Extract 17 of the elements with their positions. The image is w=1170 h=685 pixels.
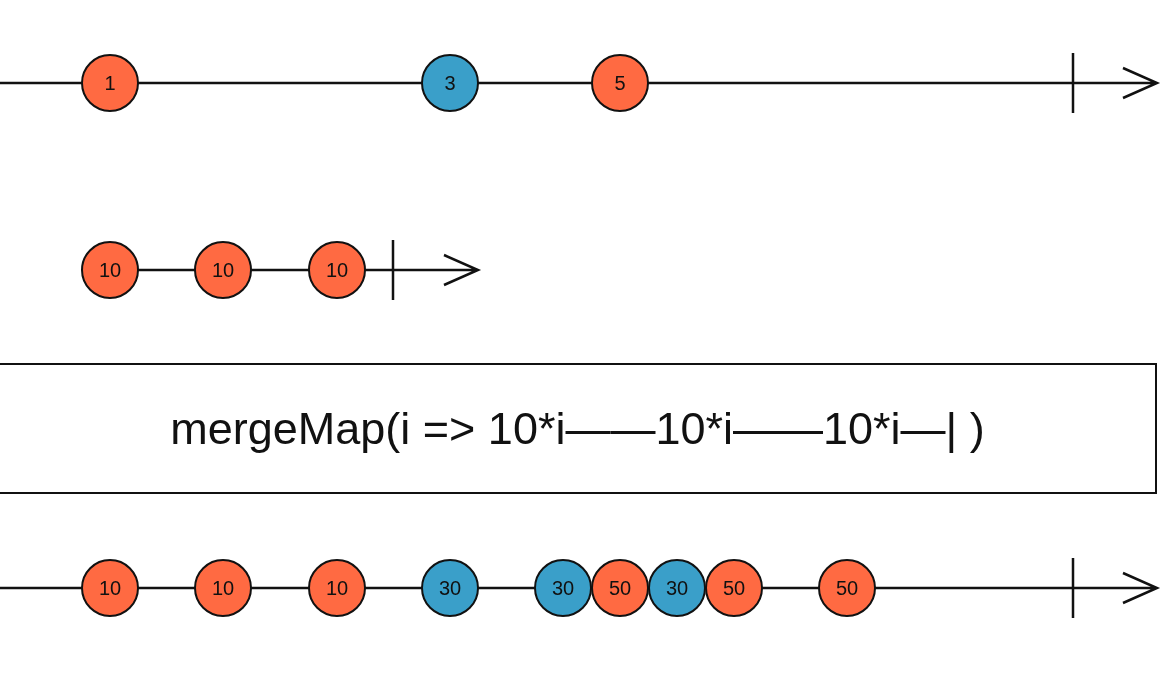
marble: 10 (81, 559, 139, 617)
marble: 10 (308, 559, 366, 617)
operator-label: mergeMap(i => 10*i——10*i——10*i—| ) (170, 402, 985, 455)
marble: 50 (705, 559, 763, 617)
marble: 10 (81, 241, 139, 299)
marble: 3 (421, 54, 479, 112)
operator-box (0, 363, 1157, 494)
marble: 50 (591, 559, 649, 617)
marble: 5 (591, 54, 649, 112)
marble: 10 (194, 241, 252, 299)
marble: 30 (534, 559, 592, 617)
marble: 10 (194, 559, 252, 617)
marble: 30 (648, 559, 706, 617)
marble: 10 (308, 241, 366, 299)
marble: 50 (818, 559, 876, 617)
marble: 1 (81, 54, 139, 112)
marble: 30 (421, 559, 479, 617)
